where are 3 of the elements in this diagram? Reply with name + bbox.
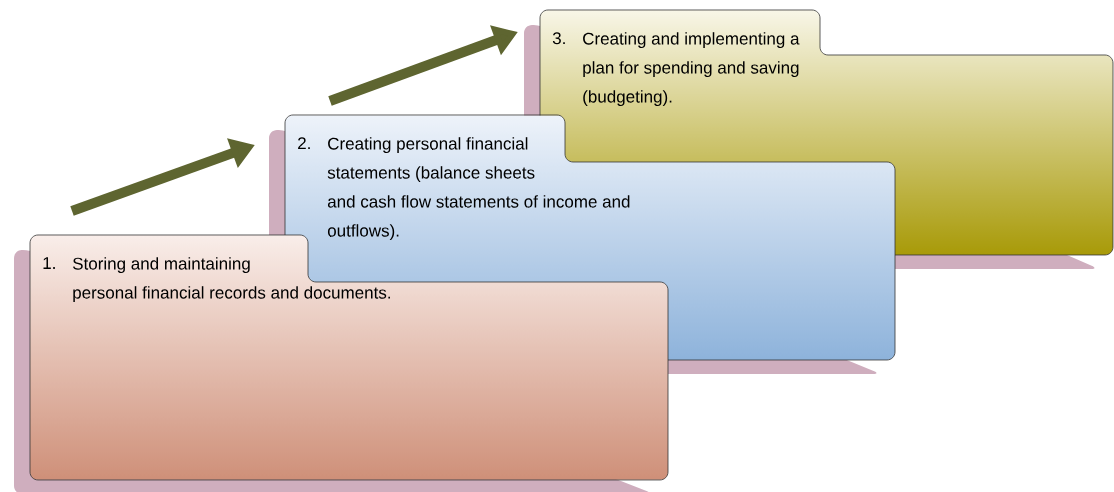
folder-label: 1. Storing and maintaining personal financial records and documents. — [43, 257, 390, 303]
folder-label: 3. Creating and implementing a plan for spending and saving (budgeting). — [552, 32, 800, 107]
folder-label: 2. Creating personal financial statements (balance sheets and cash flow statements of income and outflows). — [298, 137, 630, 240]
